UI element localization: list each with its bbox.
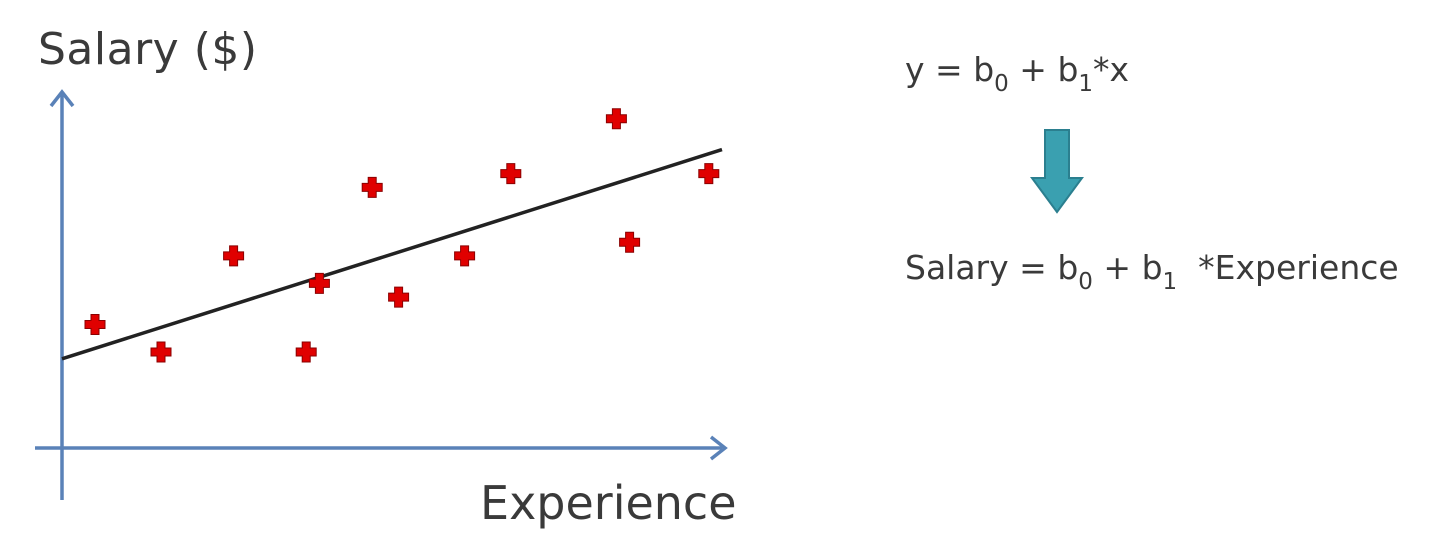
eq-tail: *Experience <box>1198 248 1399 287</box>
eq-b0: b0 <box>1057 248 1093 295</box>
y-axis-arrowhead <box>49 89 75 108</box>
salary-equation: Salary = b0 + b1 *Experience <box>905 248 1399 295</box>
data-point <box>605 108 627 130</box>
x-axis-label: Experience <box>480 476 737 530</box>
data-point <box>698 163 720 185</box>
data-point <box>295 341 317 363</box>
y-axis-label: Salary ($) <box>38 24 258 75</box>
data-point <box>84 314 106 336</box>
data-point <box>454 245 476 267</box>
data-point <box>361 176 383 198</box>
eq-equals: = <box>935 50 963 89</box>
scatter-plot <box>35 89 728 500</box>
data-point <box>150 341 172 363</box>
data-point <box>619 231 641 253</box>
generic-equation: y = b0 + b1*x <box>905 50 1130 97</box>
eq-lhs: y <box>905 50 925 89</box>
eq-plus: + <box>1103 248 1132 287</box>
eq-plus: + <box>1019 50 1047 89</box>
eq-b0: b0 <box>973 50 1009 97</box>
x-axis-arrowhead <box>709 435 728 461</box>
data-point <box>388 286 410 308</box>
eq-b1: b1 <box>1141 248 1178 295</box>
down-arrow-icon <box>1030 129 1084 214</box>
eq-tail: *x <box>1093 50 1130 89</box>
data-point <box>500 163 522 185</box>
data-point <box>308 272 330 294</box>
eq-b1: b1 <box>1057 50 1094 97</box>
data-points <box>84 108 720 363</box>
data-point <box>223 245 245 267</box>
regression-line <box>61 147 723 361</box>
eq-equals: = <box>1019 248 1047 287</box>
eq-lhs: Salary <box>905 248 1009 287</box>
